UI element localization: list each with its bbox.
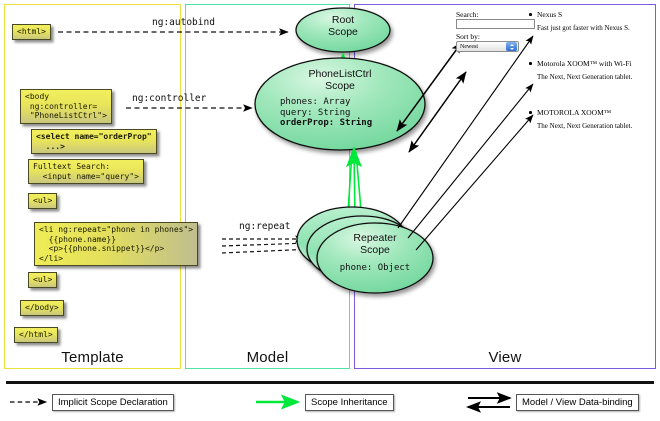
- phone-snippet: The Next, Next Generation tablet.: [537, 122, 633, 130]
- databinding-arrow-orderprop: [408, 71, 467, 153]
- search-label: Search:: [456, 10, 479, 19]
- sort-by-select[interactable]: Newest: [456, 41, 519, 52]
- connector-label-autobind: ng:autobind: [152, 17, 215, 28]
- fulltext-search-box: Fulltext Search: <input name="query">: [28, 159, 144, 185]
- phone-snippet: Fast just got faster with Nexus S.: [537, 24, 630, 32]
- list-item[interactable]: MOTOROLA XOOM™ The Next, Next Generation…: [528, 108, 660, 130]
- li-repeat-box: <li ng:repeat="phone in phones"> {{phone…: [34, 222, 199, 267]
- databinding-arrow-phone-2: [407, 83, 534, 239]
- phone-snippet: The Next, Next Generation tablet.: [537, 73, 633, 81]
- ul-open-box: <ul>: [28, 193, 58, 209]
- chevron-updown-icon: [506, 42, 517, 51]
- legend-implicit-scope-declaration: Implicit Scope Declaration: [52, 394, 174, 411]
- databinding-arrow-phone-3: [415, 114, 534, 251]
- html-close-box: </html>: [14, 327, 58, 343]
- phone-name: Motorola XOOM™ with Wi-Fi: [528, 59, 660, 68]
- body-close-box: </body>: [20, 300, 64, 316]
- legend-model-view-databinding: Model / View Data-binding: [516, 394, 639, 411]
- search-input[interactable]: [456, 19, 535, 29]
- sort-by-label: Sort by:: [456, 32, 480, 41]
- body-open-box: <body ng:controller= "PhoneListCtrl">: [20, 89, 112, 124]
- panel-template-title: Template: [61, 349, 124, 366]
- connector-label-repeat: ng:repeat: [239, 221, 291, 232]
- list-item[interactable]: Motorola XOOM™ with Wi-Fi The Next, Next…: [528, 59, 660, 81]
- legend-divider: [6, 381, 654, 384]
- phone-name: Nexus S: [528, 10, 660, 19]
- list-item[interactable]: Nexus S Fast just got faster with Nexus …: [528, 10, 660, 32]
- databinding-arrow-phone-1: [397, 35, 534, 229]
- root-scope-ellipse: [295, 7, 391, 53]
- view-content: Search: Sort by: Newest Nexus S Fast jus…: [360, 10, 652, 140]
- legend-scope-inheritance: Scope Inheritance: [305, 394, 394, 411]
- sort-by-selected-value: Newest: [460, 43, 478, 50]
- panel-view-title: View: [488, 349, 522, 366]
- html-open-box: <html>: [12, 24, 51, 40]
- connector-label-controller: ng:controller: [132, 93, 207, 104]
- ul-close-box: <ul>: [28, 272, 58, 288]
- panel-model-title: Model: [246, 349, 289, 366]
- phone-name: MOTOROLA XOOM™: [528, 108, 660, 117]
- repeater-scope-ellipse-front: [316, 222, 434, 294]
- select-box: <select name="orderProp" ...>: [31, 129, 157, 155]
